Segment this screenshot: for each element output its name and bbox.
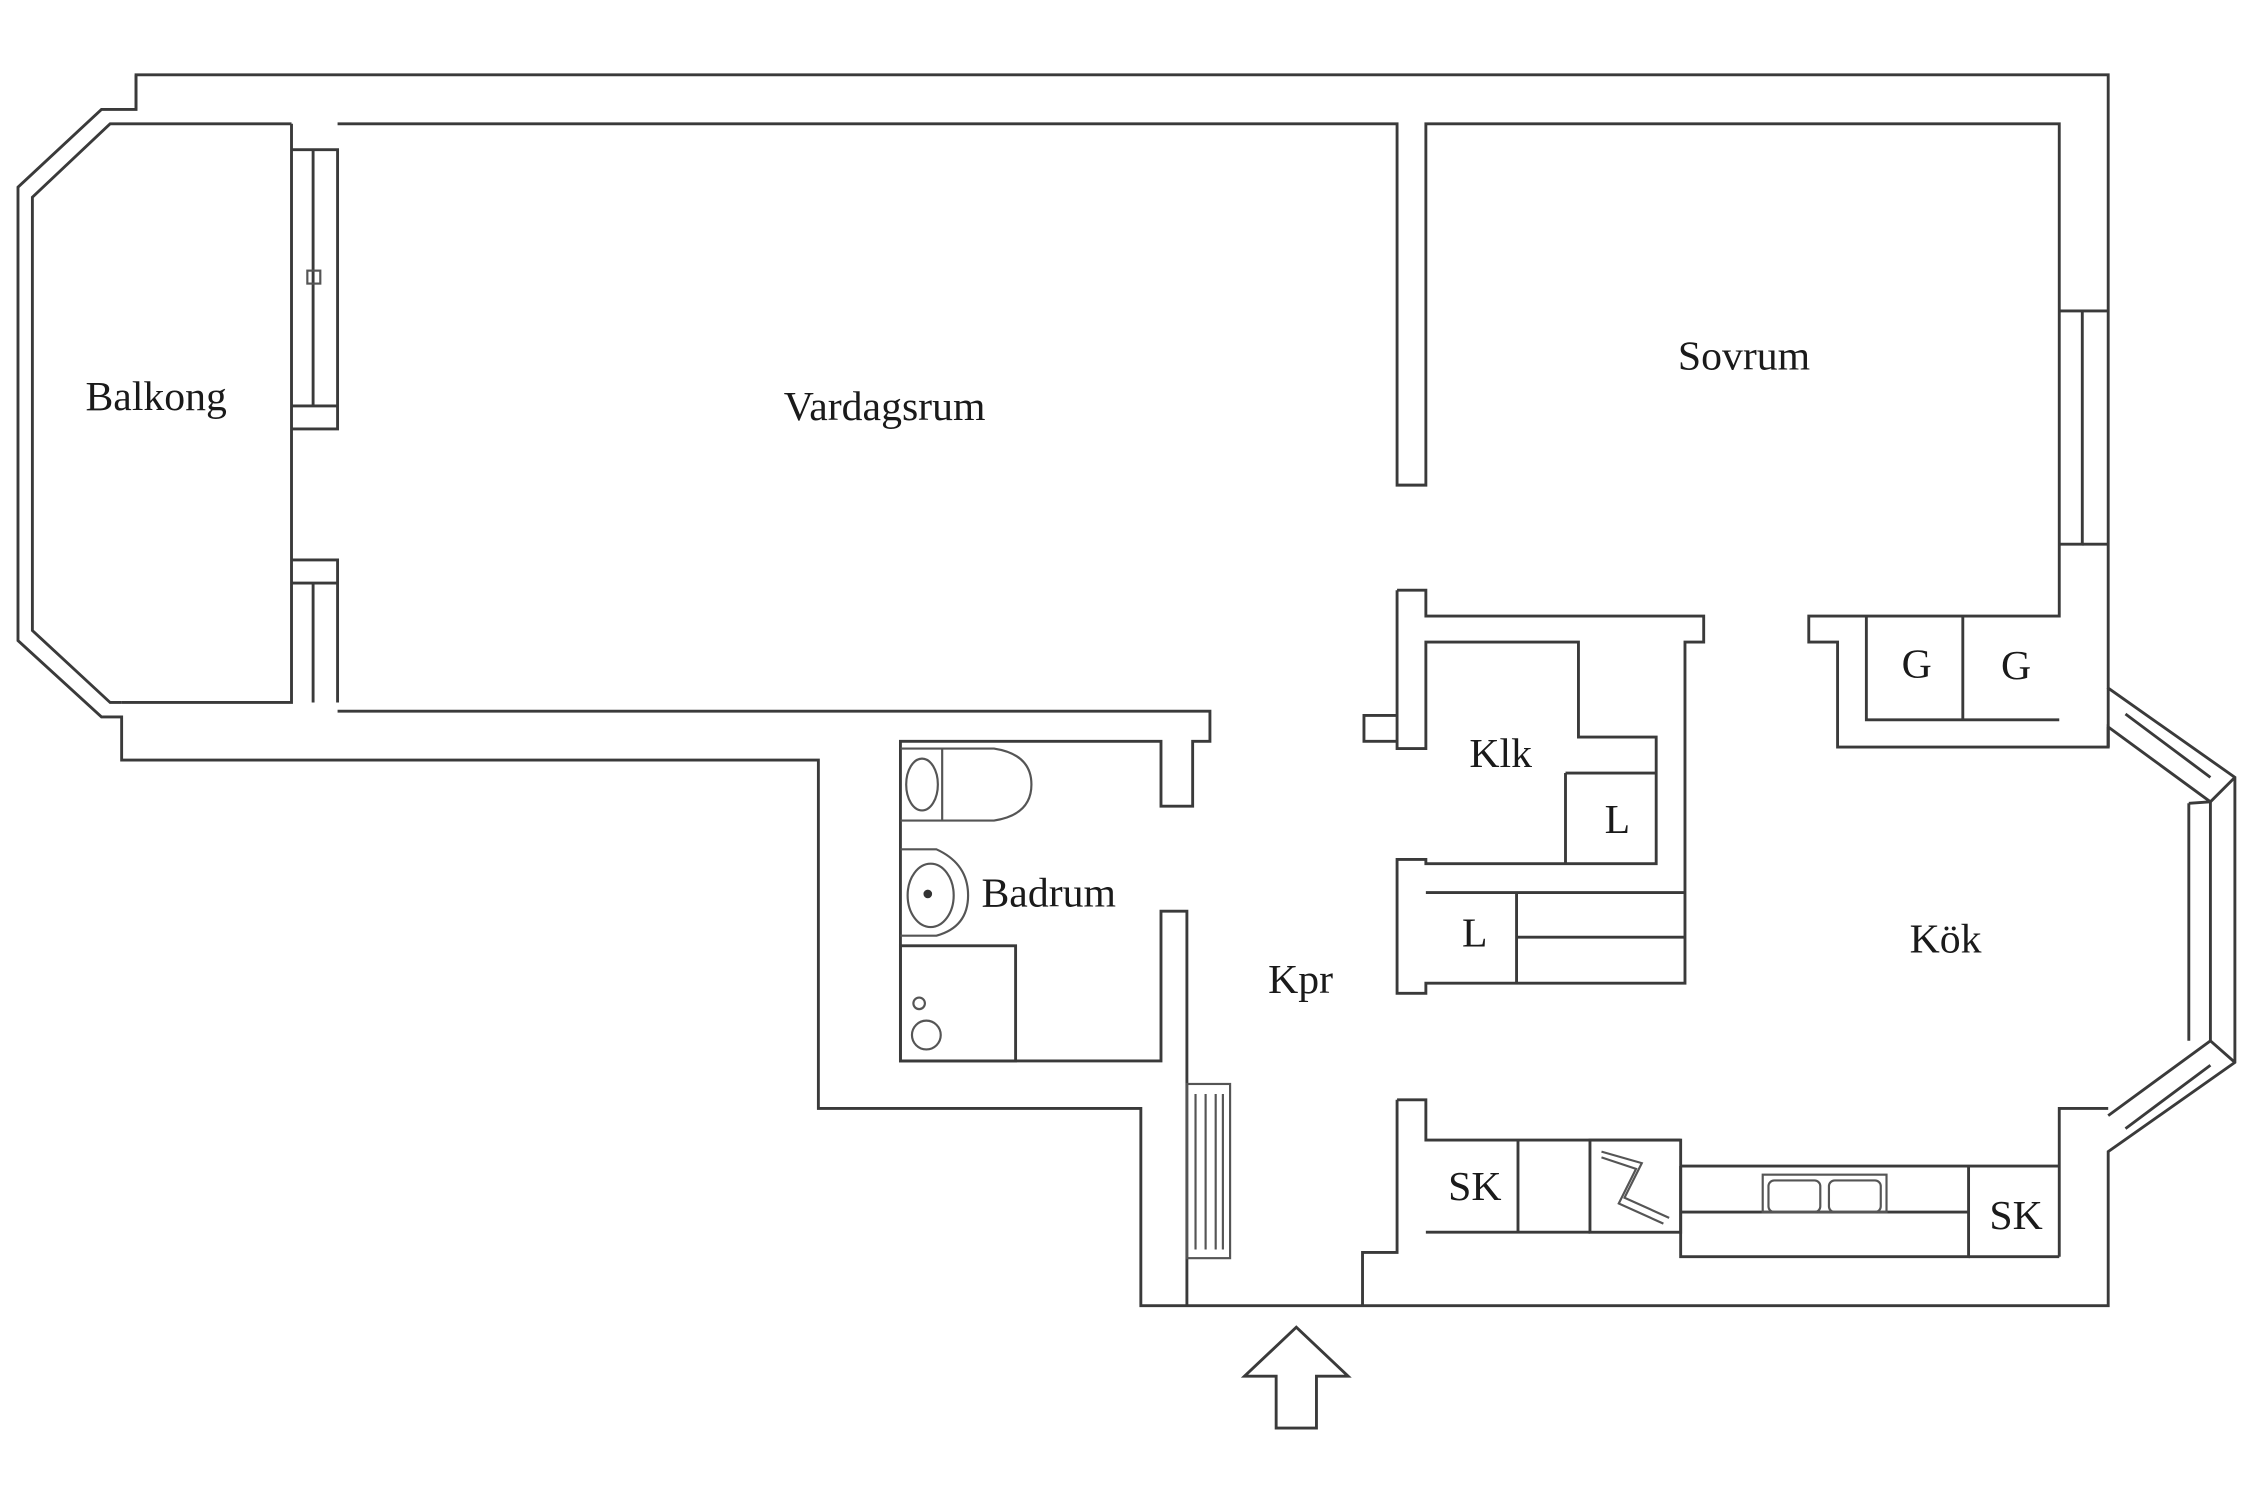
fixture-label-g1: G <box>1902 642 1932 688</box>
fixture-label-l1: L <box>1605 797 1631 843</box>
fixture-label-sk2: SK <box>1989 1193 2042 1239</box>
room-label-badrum: Badrum <box>981 870 1115 916</box>
fixture-label-sk1: SK <box>1448 1164 1501 1210</box>
room-label-kok: Kök <box>1910 916 1982 962</box>
room-label-vardagsrum: Vardagsrum <box>784 384 986 430</box>
room-labels: Balkong Vardagsrum Sovrum Klk Badrum Kpr… <box>85 333 1981 1002</box>
walls <box>16 73 2237 1430</box>
fixture-labels: G G L L SK SK <box>1448 642 2043 1239</box>
room-label-balkong: Balkong <box>85 374 227 420</box>
fixture-label-g2: G <box>2001 643 2031 689</box>
fixture-label-l2: L <box>1462 911 1488 957</box>
room-label-klk: Klk <box>1469 731 1532 777</box>
room-label-sovrum: Sovrum <box>1678 333 1810 379</box>
room-label-kpr: Kpr <box>1268 957 1333 1003</box>
